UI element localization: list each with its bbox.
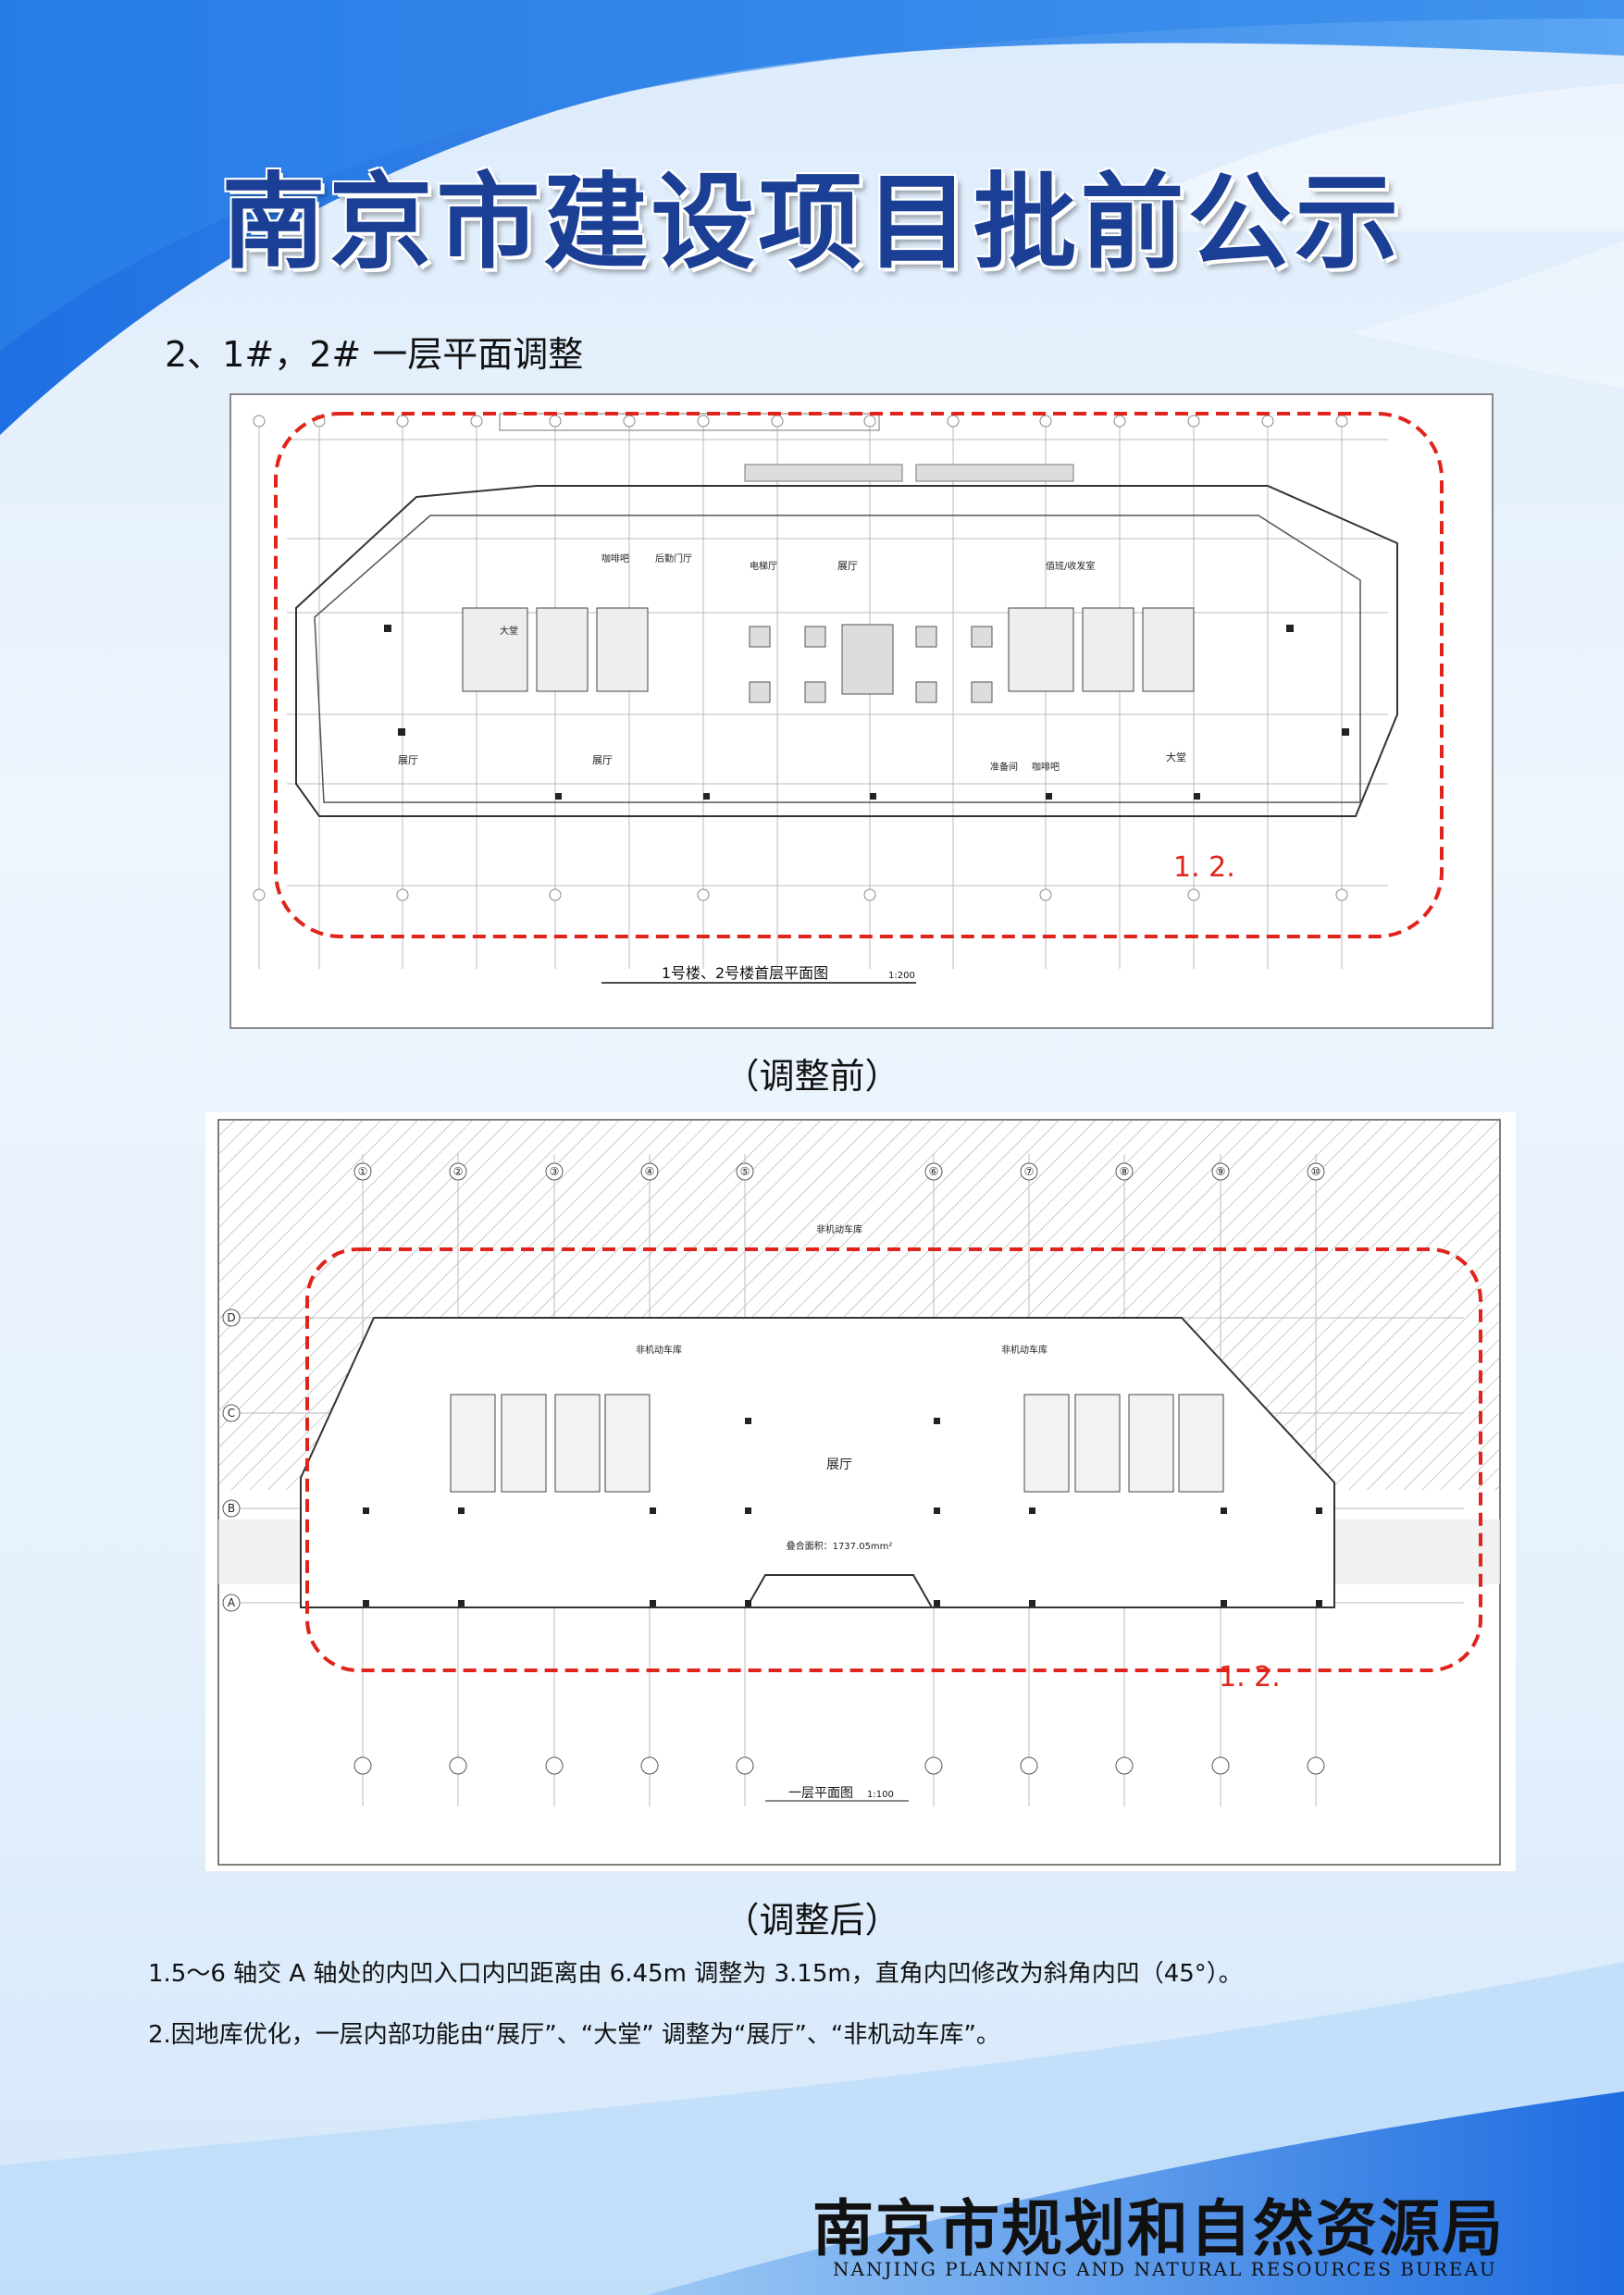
building-outline xyxy=(300,1317,1335,1608)
axis-label: ② xyxy=(453,1165,464,1178)
core-blocks xyxy=(462,607,1195,692)
caption-after: （调整后） xyxy=(724,1900,900,1941)
axis-label: B xyxy=(228,1502,235,1515)
room-label: 大堂 xyxy=(500,625,518,637)
drawing-scale: 1:100 xyxy=(867,1790,894,1800)
axis-label: ⑨ xyxy=(1216,1165,1226,1178)
axis-label: D xyxy=(227,1311,235,1324)
axis-label: ④ xyxy=(645,1165,655,1178)
axis-label: ⑦ xyxy=(1024,1165,1035,1178)
room-label: 非机动车库 xyxy=(636,1344,682,1356)
floor-plan-before: 展厅 展厅 展厅 大堂 大堂 电梯厅 咖啡吧 后勤门厅 值班/收发室 准备间 咖… xyxy=(229,393,1494,1029)
core-blocks xyxy=(450,1394,1224,1493)
room-label: 咖啡吧 xyxy=(601,553,629,564)
footer-bureau-name-en: NANJING PLANNING AND NATURAL RESOURCES B… xyxy=(833,2258,1497,2280)
room-label: 展厅 xyxy=(837,560,858,572)
page-title: 南京市建设项目批前公示 xyxy=(221,162,1403,283)
floor-plan-after: ① ② ③ ④ ⑤ ⑥ ⑦ ⑧ ⑨ ⑩ D C B A xyxy=(205,1112,1516,1871)
room-label: 大堂 xyxy=(1166,751,1186,763)
area-note: 叠合面积：1737.05mm² xyxy=(787,1540,893,1552)
axis-label: ③ xyxy=(550,1165,560,1178)
room-label: 展厅 xyxy=(826,1458,852,1472)
section-heading: 2、1#，2# 一层平面调整 xyxy=(165,334,584,375)
floor-plan-after-drawing: ① ② ③ ④ ⑤ ⑥ ⑦ ⑧ ⑨ ⑩ D C B A xyxy=(217,1119,1501,1866)
room-label: 咖啡吧 xyxy=(1032,762,1060,773)
building-outline xyxy=(295,485,1398,817)
floor-plan-before-drawing: 展厅 展厅 展厅 大堂 大堂 电梯厅 咖啡吧 后勤门厅 值班/收发室 准备间 咖… xyxy=(253,412,1444,984)
drawing-title: 1号楼、2号楼首层平面图 xyxy=(662,964,828,982)
drawing-title: 一层平面图 xyxy=(788,1786,853,1801)
axis-label: ① xyxy=(358,1165,368,1178)
room-label: 展厅 xyxy=(592,754,613,766)
axis-label: ⑤ xyxy=(740,1165,750,1178)
axis-label: ⑥ xyxy=(929,1165,939,1178)
axis-label: ⑧ xyxy=(1120,1165,1130,1178)
change-markers: 1. 2. xyxy=(1173,851,1235,884)
room-label: 非机动车库 xyxy=(1001,1344,1048,1356)
modification-zone xyxy=(305,1247,1482,1672)
axis-label: A xyxy=(228,1596,236,1609)
axis-label: C xyxy=(228,1407,235,1420)
note-1: 1.5～6 轴交 A 轴处的内凹入口内凹距离由 6.45m 调整为 3.15m，… xyxy=(148,1960,1243,1988)
change-markers: 1. 2. xyxy=(1219,1661,1281,1693)
room-label: 电梯厅 xyxy=(750,560,777,572)
note-2: 2.因地库优化，一层内部功能由“展厅”、“大堂” 调整为“展厅”、“非机动车库”… xyxy=(148,2021,1000,2049)
room-label: 展厅 xyxy=(398,754,418,766)
room-label: 非机动车库 xyxy=(816,1223,862,1235)
entrance-recess xyxy=(745,1574,934,1608)
caption-before: （调整前） xyxy=(724,1056,900,1097)
room-label: 后勤门厅 xyxy=(655,552,692,564)
axis-bubbles xyxy=(222,1162,1325,1775)
room-label: 值班/收发室 xyxy=(1046,560,1095,572)
room-label: 准备间 xyxy=(990,761,1018,773)
drawing-scale: 1:200 xyxy=(888,971,915,981)
modification-zone xyxy=(274,412,1444,938)
axis-label: ⑩ xyxy=(1311,1165,1321,1178)
footer-bureau-name: 南京市规划和自然资源局 xyxy=(812,2192,1505,2264)
